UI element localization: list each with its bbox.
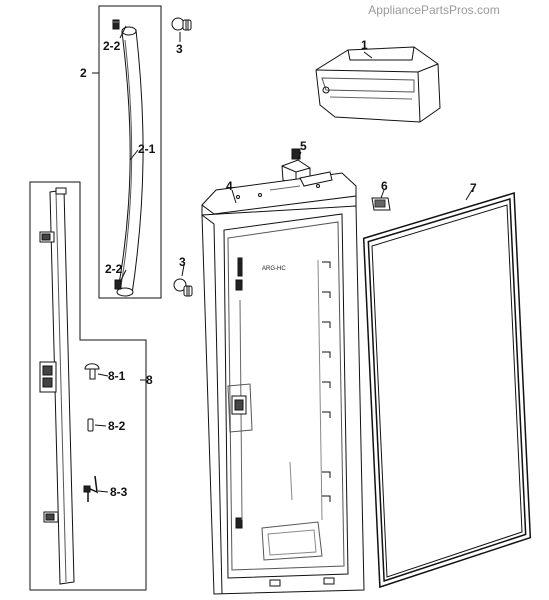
door-handle xyxy=(116,26,144,297)
trim-spring xyxy=(83,475,98,502)
label-part-6: 6 xyxy=(381,179,388,193)
label-part-1: 1 xyxy=(361,38,368,52)
door-marking: ARG-HC xyxy=(262,266,286,272)
door-clip xyxy=(371,197,391,211)
door-bin xyxy=(315,46,441,123)
door-gasket xyxy=(362,192,532,589)
handle-stud-top xyxy=(171,17,192,31)
label-part-2-2-bottom: 2-2 xyxy=(105,262,123,276)
label-part-7: 7 xyxy=(470,181,477,195)
handle-screw-bottom xyxy=(114,279,122,290)
handle-screw-top xyxy=(112,19,120,30)
label-part-5: 5 xyxy=(300,139,307,153)
label-part-8-1: 8-1 xyxy=(108,369,126,383)
handle-stud-bottom xyxy=(173,278,193,297)
label-part-3-bottom: 3 xyxy=(179,255,186,269)
label-part-8-2: 8-2 xyxy=(108,419,126,433)
watermark: AppliancePartsPros.com xyxy=(368,3,500,17)
label-part-4: 4 xyxy=(226,179,233,193)
leader-lines xyxy=(94,25,473,493)
label-part-3-top: 3 xyxy=(176,42,183,56)
label-part-2: 2 xyxy=(80,66,87,80)
trim-spacer xyxy=(87,418,94,432)
door-trim-strip xyxy=(39,187,75,585)
label-part-2-1: 2-1 xyxy=(138,142,156,156)
label-part-8-3: 8-3 xyxy=(110,485,128,499)
label-part-2-2-top: 2-2 xyxy=(103,39,121,53)
door-liner xyxy=(201,171,365,595)
label-part-8: 8 xyxy=(146,373,153,387)
trim-group-box xyxy=(29,181,147,591)
handle-group-box xyxy=(98,5,162,299)
trim-pin xyxy=(84,363,100,380)
